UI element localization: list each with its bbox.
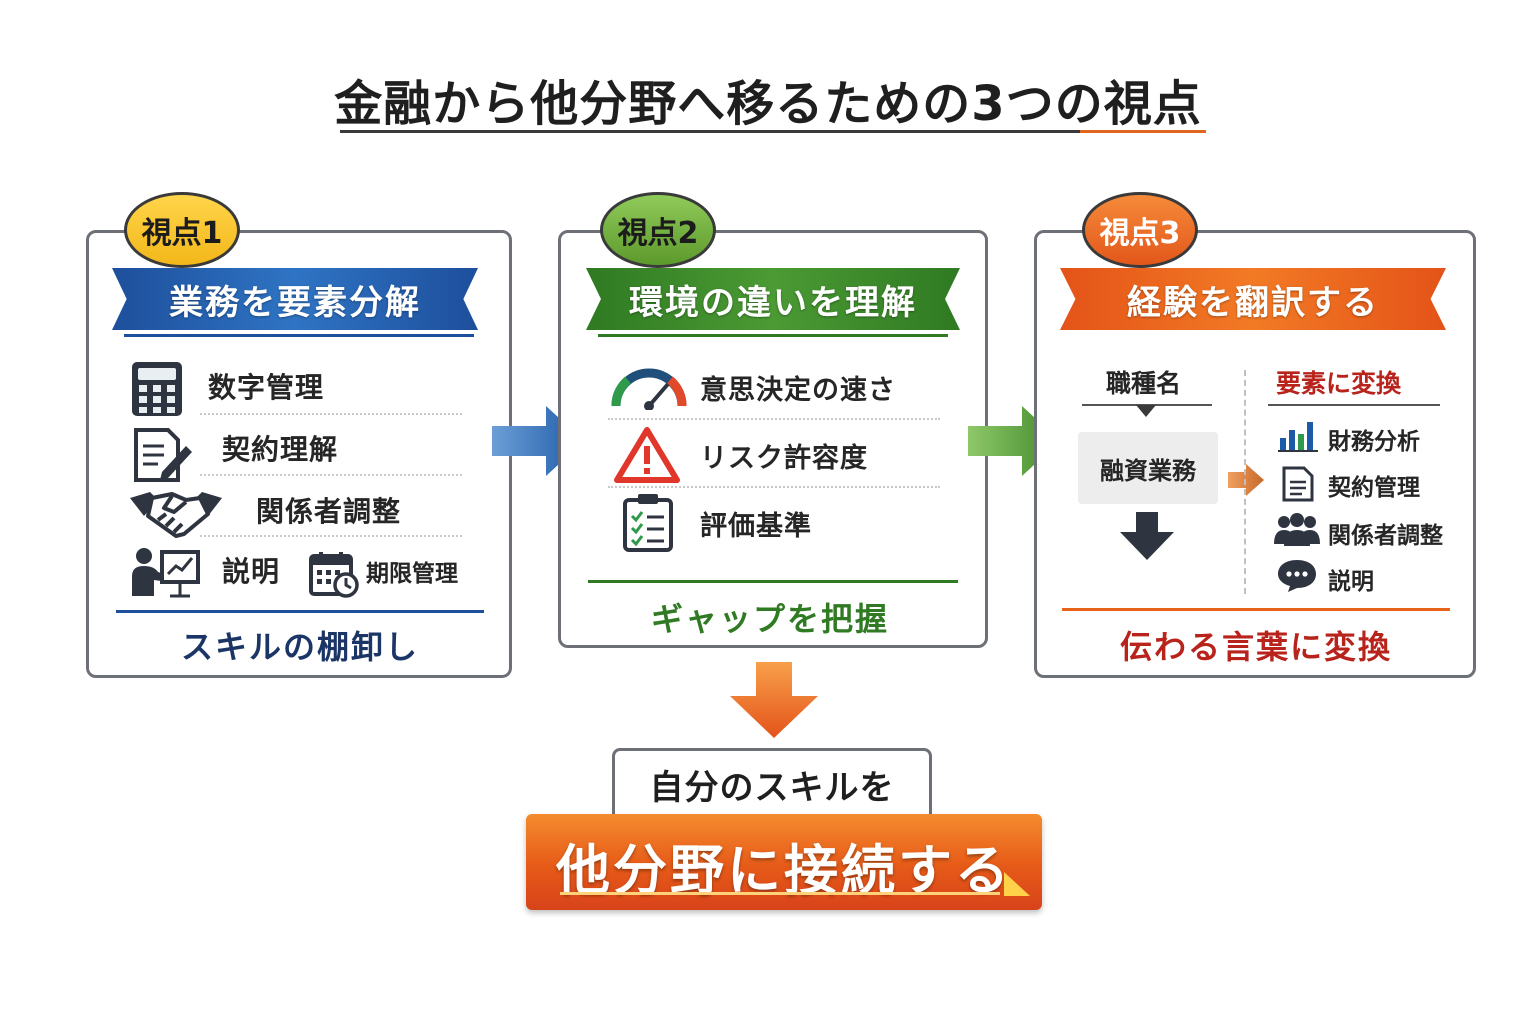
panel3-footer: 伝わる言葉に変換 <box>1119 628 1392 666</box>
panel3-item-label: 契約管理 <box>1328 475 1420 501</box>
arrow-right-icon <box>1228 464 1264 496</box>
badge-perspective-2: 視点2 <box>600 192 716 268</box>
handshake-icon <box>128 486 224 540</box>
panel3-left-header: 職種名 <box>1106 369 1182 398</box>
panel1-footer: スキルの棚卸し <box>180 628 419 666</box>
panel3-item-label: 説明 <box>1328 569 1374 595</box>
presenter-icon <box>130 546 200 600</box>
panel1-heading: 業務を要素分解 <box>112 268 478 330</box>
divider <box>608 418 940 420</box>
document-pen-icon <box>132 426 194 484</box>
document-icon <box>1282 466 1314 502</box>
divider <box>200 535 462 537</box>
badge-perspective-3: 視点3 <box>1082 192 1198 268</box>
arrow-down-icon <box>730 662 818 738</box>
panel2-heading: 環境の違いを理解 <box>586 268 960 330</box>
checklist-icon <box>622 492 676 552</box>
conclusion-top-text: 自分のスキルを <box>649 768 895 808</box>
triangle-down-icon <box>1136 405 1156 417</box>
panel2-footer: ギャップを把握 <box>650 600 889 638</box>
panel3-column-divider <box>1244 370 1246 594</box>
title-underline <box>340 130 1206 133</box>
panel2-footer-divider <box>588 580 958 583</box>
conclusion-top-box <box>612 748 932 818</box>
bar-chart-icon <box>1278 420 1318 452</box>
warning-icon <box>614 426 680 484</box>
badge-perspective-1: 視点1 <box>124 192 240 268</box>
panel1-item-label: 数字管理 <box>208 371 325 404</box>
speedometer-icon <box>610 362 688 410</box>
panel1-item-label: 期限管理 <box>366 561 458 587</box>
panel2-heading-underline <box>598 334 948 337</box>
calculator-icon <box>130 360 184 418</box>
title-underline-accent <box>1080 130 1206 133</box>
panel3-right-header-line <box>1268 404 1440 406</box>
panel1-item-label: 説明 <box>222 555 281 588</box>
panel1-heading-underline <box>124 334 474 337</box>
panel2-item-label: 評価基準 <box>700 511 812 542</box>
panel2-item-label: リスク許容度 <box>700 443 868 474</box>
conclusion-main-text: 他分野に接続する <box>556 839 1012 902</box>
panel2-item-label: 意思決定の速さ <box>700 375 896 406</box>
panel3-footer-divider <box>1062 608 1450 611</box>
page-title: 金融から他分野へ移るための3つの視点 <box>334 76 1202 132</box>
corner-triangle-icon <box>1004 872 1030 896</box>
panel1-footer-divider <box>116 610 484 613</box>
panel3-job-box: 融資業務 <box>1078 432 1218 504</box>
panel3-job-label: 融資業務 <box>1100 456 1196 485</box>
calendar-clock-icon <box>308 550 360 598</box>
panel3-right-header: 要素に変換 <box>1276 369 1402 398</box>
speech-bubble-icon <box>1276 558 1318 594</box>
panel1-item-label: 契約理解 <box>222 433 339 466</box>
panel1-item-label: 関係者調整 <box>256 495 402 528</box>
people-icon <box>1274 512 1320 548</box>
conclusion-underline <box>560 892 1000 895</box>
panel3-item-label: 財務分析 <box>1328 429 1420 455</box>
panel3-item-label: 関係者調整 <box>1328 523 1443 549</box>
divider <box>608 486 940 488</box>
divider <box>200 474 462 476</box>
panel3-heading: 経験を翻訳する <box>1060 268 1446 330</box>
arrow-down-icon <box>1120 512 1174 560</box>
divider <box>200 413 462 415</box>
